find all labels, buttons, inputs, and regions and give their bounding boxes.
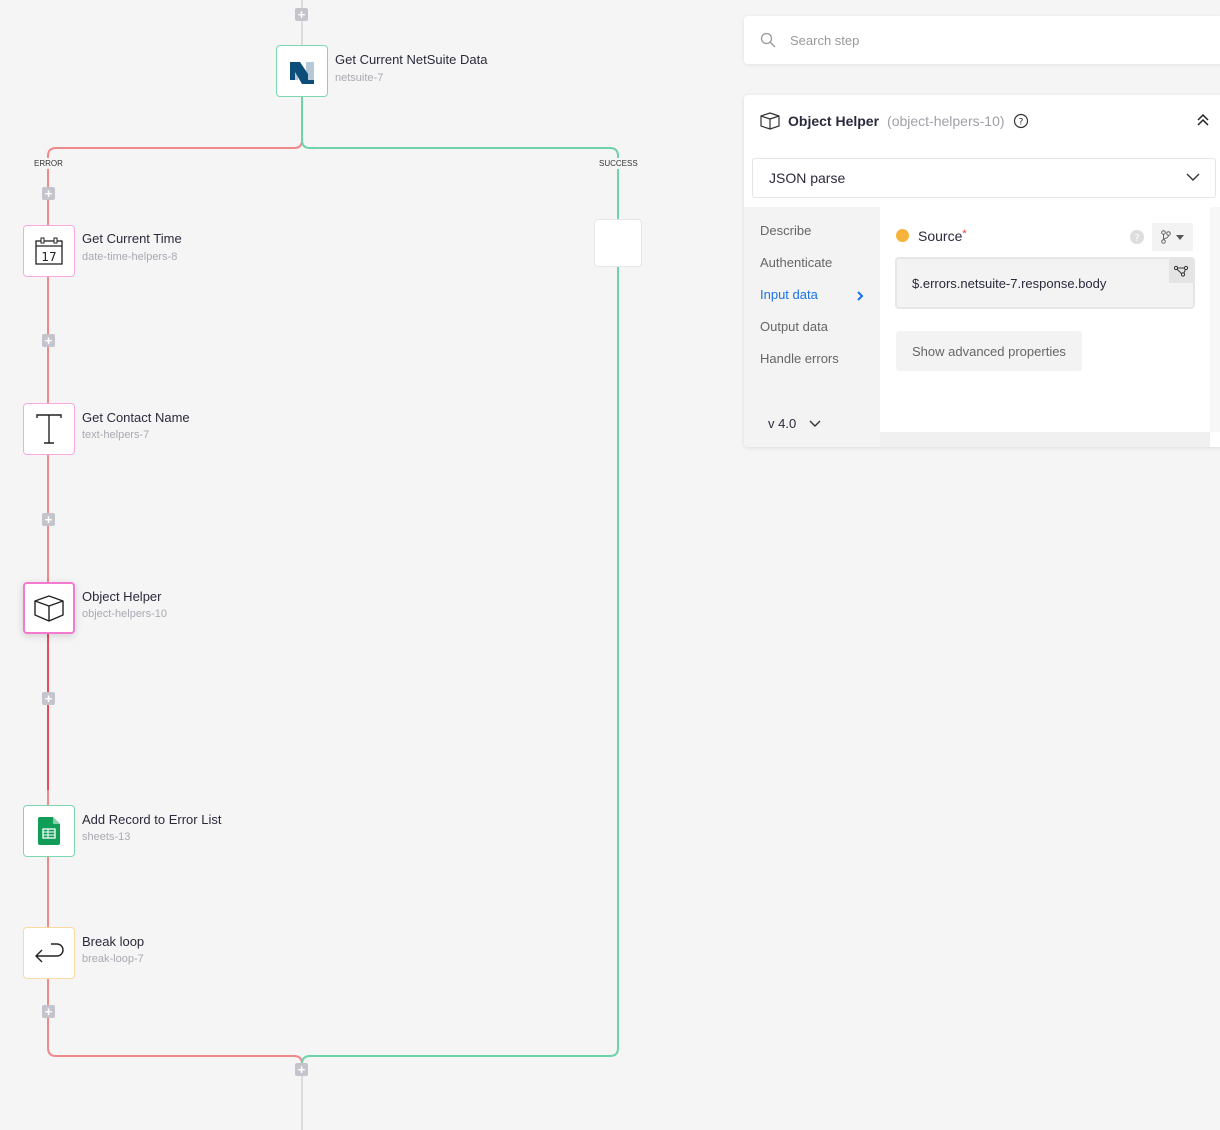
success-path [301,97,619,1065]
step-id: sheets-13 [82,831,131,843]
add-step-button[interactable]: + [42,692,55,705]
success-branch-label: SUCCESS [599,158,638,169]
chevron-right-icon [857,291,864,301]
nav-input-data[interactable]: Input data [760,287,818,302]
branch-icon [1161,230,1171,244]
add-step-button[interactable]: + [42,1005,55,1018]
error-path [47,97,303,1065]
nav-output-data[interactable]: Output data [760,319,828,334]
version-select[interactable]: v 4.0 [768,416,822,431]
step-node-object-helper-selected[interactable] [23,582,75,634]
cube-icon [760,112,780,130]
field-status-dot [896,229,909,242]
error-branch-label: ERROR [34,158,63,169]
return-arrow-icon [35,943,64,963]
connector-map-icon [1174,265,1188,277]
step-title: Break loop [82,934,145,949]
add-step-button[interactable]: + [42,187,55,200]
chevron-down-icon [809,420,821,427]
netsuite-logo-icon [290,62,314,84]
svg-text:?: ? [1018,118,1023,128]
cube-icon [34,595,64,622]
step-id: text-helpers-7 [82,429,150,441]
step-id: object-helpers-10 [82,608,167,620]
step-node-netsuite[interactable] [276,45,328,97]
version-value: v 4.0 [768,416,797,431]
panel-step-id: (object-helpers-10) [887,113,1005,129]
horizontal-scrollbar[interactable] [880,432,1210,447]
google-sheets-icon [38,817,60,845]
input-data-form: Source* ? $.errors.netsuite-7.response.b… [880,207,1210,432]
source-field-label: Source* [918,228,967,244]
step-id: netsuite-7 [335,72,384,84]
step-title: Get Contact Name [82,410,190,425]
source-input[interactable]: $.errors.netsuite-7.response.body [895,257,1195,309]
operation-selected-value: JSON parse [769,170,846,186]
nav-authenticate[interactable]: Authenticate [760,255,833,270]
source-input-value: $.errors.netsuite-7.response.body [912,276,1107,291]
field-help-icon[interactable]: ? [1130,230,1144,244]
svg-text:?: ? [1134,233,1139,244]
text-t-icon [36,414,62,444]
show-advanced-properties-button[interactable]: Show advanced properties [896,331,1082,371]
operation-select[interactable]: JSON parse [752,158,1216,198]
calendar-icon: 17 [35,237,63,265]
search-step-input[interactable]: Search step [744,16,1220,64]
svg-text:17: 17 [41,250,56,264]
step-node-text-helpers[interactable] [23,403,75,455]
caret-down-icon [1176,234,1184,240]
collapse-chevrons-up-icon[interactable] [1196,113,1210,127]
add-step-button[interactable]: + [295,8,308,21]
step-title: Get Current Time [82,231,182,246]
panel-nav: Describe Authenticate Input data Output … [744,207,880,447]
vertical-scrollbar[interactable] [1210,207,1220,432]
step-title: Add Record to Error List [82,812,222,827]
search-icon [760,32,776,48]
empty-success-step-placeholder[interactable] [594,219,642,267]
chevron-down-icon [1186,173,1200,181]
step-node-date-time[interactable]: 17 [23,225,75,277]
add-step-button[interactable]: + [42,334,55,347]
search-placeholder: Search step [790,32,860,48]
step-id: date-time-helpers-8 [82,251,178,263]
step-node-sheets[interactable] [23,805,75,857]
step-title: Object Helper [82,589,162,604]
step-title: Get Current NetSuite Data [335,52,488,67]
add-step-button[interactable]: + [42,513,55,526]
panel-title: Object Helper [788,113,880,129]
field-mode-dropdown[interactable] [1152,223,1193,251]
nav-describe[interactable]: Describe [760,223,812,238]
data-mapper-button[interactable] [1169,259,1193,283]
step-node-break-loop[interactable] [23,927,75,979]
help-icon[interactable]: ? [1013,113,1029,129]
add-step-button[interactable]: + [295,1063,308,1076]
nav-handle-errors[interactable]: Handle errors [760,351,839,366]
step-config-panel: Object Helper (object-helpers-10) ? JSON… [744,95,1220,447]
step-id: break-loop-7 [82,953,144,965]
